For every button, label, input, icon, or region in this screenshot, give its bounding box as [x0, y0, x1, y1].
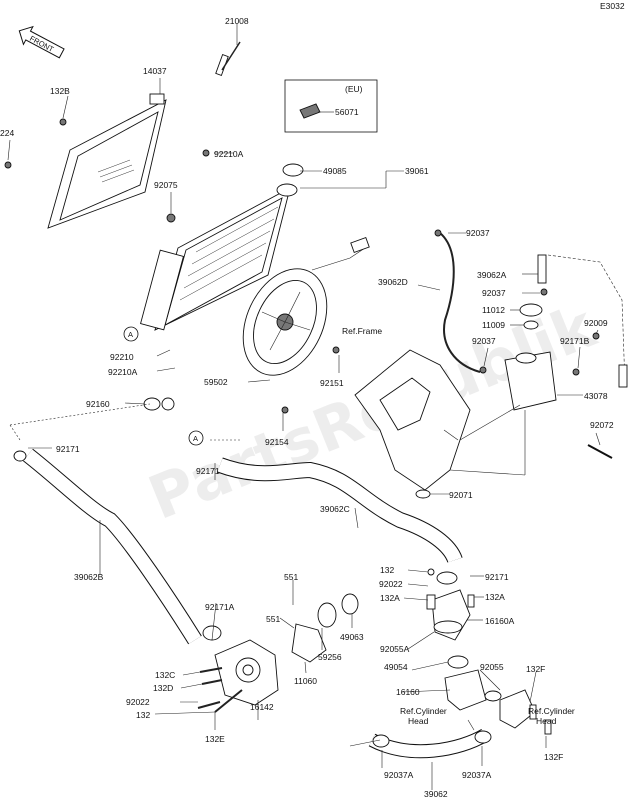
part-label: 92210A	[214, 149, 244, 159]
hose-39062b	[23, 448, 202, 645]
part-label: 132C	[155, 670, 175, 680]
part-label: 92171B	[560, 336, 590, 346]
water-pump	[214, 593, 359, 706]
part-label: 92171	[196, 466, 220, 476]
part-label: 92210A	[108, 367, 138, 377]
part-label: 39062C	[320, 504, 350, 514]
part-label: 92160	[86, 399, 110, 409]
part-label: 39062	[424, 789, 448, 799]
part-label: 11009	[482, 320, 505, 330]
part-label: 11012	[482, 305, 505, 315]
part-label: 132A	[380, 593, 400, 603]
radiator-core-hatch	[179, 206, 279, 301]
part-label: 92071	[449, 490, 473, 500]
hose-39062d	[439, 232, 481, 373]
part-label: 21008	[225, 16, 249, 26]
part-label: 49054	[384, 662, 408, 672]
part-label: 92171A	[205, 602, 235, 612]
part-label: 92171	[56, 444, 80, 454]
marker-a-2: A	[188, 430, 204, 446]
radiator-guard	[47, 93, 167, 229]
fan-assembly	[242, 236, 370, 376]
part-label: 132B	[50, 86, 70, 96]
part-label: 49085	[323, 166, 347, 176]
frame-bracket	[354, 349, 471, 491]
part-label: 92171	[485, 572, 509, 582]
fasteners	[4, 41, 613, 748]
part-label: 132D	[153, 683, 173, 693]
part-label: 16160	[396, 687, 420, 697]
part-label: 39061	[405, 166, 429, 176]
part-label: 92037	[466, 228, 490, 238]
part-label: 56071	[335, 107, 359, 117]
part-label: 92037	[472, 336, 496, 346]
leader-lines	[7, 24, 601, 790]
part-label: 92055A	[380, 644, 410, 654]
marker-a-2-label: A	[193, 434, 198, 443]
eu-label: (EU)	[345, 84, 363, 94]
reserve-tank	[504, 303, 557, 411]
part-label: 92037	[482, 288, 506, 298]
part-label: 551	[266, 614, 280, 624]
part-label: 11060	[294, 676, 317, 686]
part-label: 39062A	[477, 270, 507, 280]
part-label: 43078	[584, 391, 608, 401]
front-arrow-icon: FRONT	[18, 25, 65, 59]
part-label: 551	[284, 572, 298, 582]
part-label: 92072	[590, 420, 614, 430]
part-label: 132	[380, 565, 394, 575]
part-label: 39062B	[74, 572, 104, 582]
thermostat-housing	[431, 571, 536, 729]
part-label: 92022	[126, 697, 150, 707]
part-label: 14037	[143, 66, 167, 76]
guard-vent-icon	[97, 159, 135, 183]
part-label: 132	[136, 710, 150, 720]
hose-39062a	[537, 254, 547, 284]
part-label: 92037A	[462, 770, 492, 780]
part-label: 92075	[154, 180, 178, 190]
part-label: 92055	[480, 662, 504, 672]
part-label: 92009	[584, 318, 608, 328]
part-label: 92151	[320, 378, 344, 388]
diagram-code: E3032	[600, 1, 625, 11]
eu-box: (EU)	[284, 79, 378, 133]
part-label: 92022	[379, 579, 403, 589]
part-label: 132E	[205, 734, 225, 744]
part-label: 16160A	[485, 616, 515, 626]
marker-a-1: A	[123, 326, 139, 342]
part-label: 59256	[318, 652, 342, 662]
marker-a-1-label: A	[128, 330, 133, 339]
part-label: 59502	[204, 377, 228, 387]
part-label: 92154	[265, 437, 289, 447]
part-label: 224	[0, 128, 14, 138]
part-label: 132A	[485, 592, 505, 602]
part-label: 132F	[526, 664, 545, 674]
part-label: Ref.Frame	[342, 326, 382, 336]
part-label: 92210	[110, 352, 134, 362]
part-label: 92037A	[384, 770, 414, 780]
part-label: 16142	[250, 702, 274, 712]
part-label: 49063	[340, 632, 364, 642]
radiator	[140, 183, 298, 411]
hose-39062c	[217, 457, 463, 564]
hose-right	[547, 254, 628, 388]
part-label: 39062D	[378, 277, 408, 287]
part-label: 132F	[544, 752, 563, 762]
